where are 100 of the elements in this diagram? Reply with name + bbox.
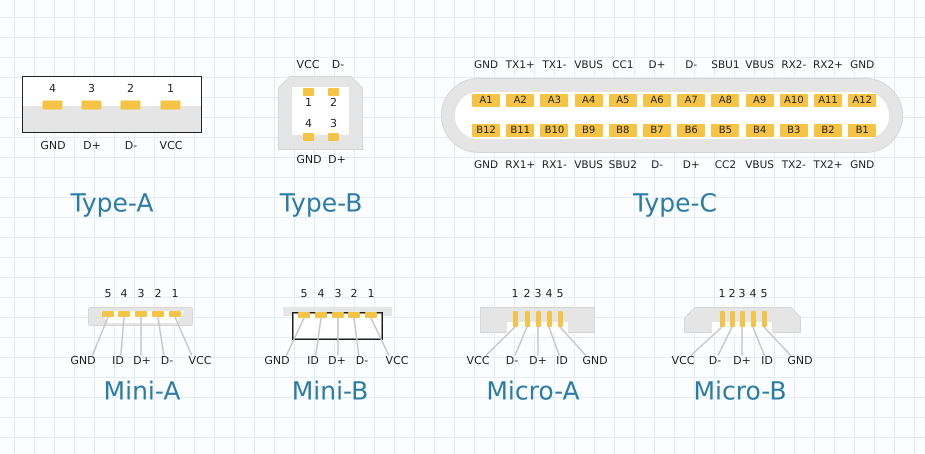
pin-label: VBUS xyxy=(745,60,774,72)
mini-a-connector xyxy=(88,307,193,326)
type-b-connector xyxy=(278,76,363,150)
pin-number: 4 xyxy=(305,118,312,130)
pin-number: 4 xyxy=(49,82,56,96)
pin-label: D+ xyxy=(328,154,346,166)
leader-line xyxy=(315,317,322,356)
pin-label: CC1 xyxy=(612,60,634,72)
connector-title: Mini-A xyxy=(104,378,180,406)
pin-contact xyxy=(365,312,377,318)
pin-label: VCC xyxy=(188,354,212,368)
pin-label: GND xyxy=(264,354,290,368)
pin-number: 5 xyxy=(300,288,308,300)
leader-line xyxy=(763,326,792,356)
pin-number: 1 xyxy=(718,288,726,300)
pin-label: VBUS xyxy=(574,160,603,172)
connector-title: Micro-A xyxy=(486,378,580,406)
leader-line xyxy=(514,326,528,356)
pin-contact: B5 xyxy=(711,124,740,137)
pin-label: GND xyxy=(70,354,96,368)
pin-label: GND xyxy=(474,60,498,72)
pin-contact: B12 xyxy=(472,124,500,137)
pin-label: GND xyxy=(850,60,874,72)
pin-label: VBUS xyxy=(745,160,774,172)
leader-line xyxy=(337,317,339,356)
pin-contact: A2 xyxy=(506,94,534,107)
connector-title: Type-C xyxy=(633,190,717,218)
pin-number: 2 xyxy=(154,288,162,300)
pin-contact xyxy=(102,311,114,317)
pin-contact: A11 xyxy=(814,94,842,107)
pin-contact xyxy=(536,311,540,327)
pin-label: D- xyxy=(685,60,698,72)
pin-label: GND xyxy=(850,160,874,172)
pin-label: D+ xyxy=(529,354,547,368)
pin-contact: A4 xyxy=(574,94,603,107)
pin-contact xyxy=(135,311,147,317)
pin-contact xyxy=(762,311,766,327)
leader-line xyxy=(752,326,765,356)
pin-label: GND xyxy=(582,354,608,368)
leader-line xyxy=(486,326,516,356)
pin-number: 2 xyxy=(127,82,134,96)
pin-number: 5 xyxy=(556,288,564,300)
pin-contact: A5 xyxy=(608,94,637,107)
pin-label: D- xyxy=(160,354,174,368)
pin-contact xyxy=(152,311,164,317)
pin-label: ID xyxy=(307,354,319,368)
pin-number: 3 xyxy=(738,288,746,300)
leader-line xyxy=(559,326,586,356)
pin-number: 5 xyxy=(104,288,112,300)
pin-label: TX2+ xyxy=(813,160,843,172)
pin-number: 1 xyxy=(512,288,518,300)
pin-label: TX2- xyxy=(782,160,806,172)
micro-a-connector xyxy=(480,307,595,333)
pin-label: VCC xyxy=(672,354,694,368)
pin-number: 3 xyxy=(534,288,542,300)
pin-number: 1 xyxy=(167,82,174,96)
pin-contact: A7 xyxy=(677,94,706,107)
pin-number: 1 xyxy=(172,288,178,300)
pin-label: VCC xyxy=(296,58,320,72)
pin-contact: B9 xyxy=(574,124,603,137)
pin-contact xyxy=(169,311,181,317)
pin-label: RX2- xyxy=(781,60,806,72)
pin-label: RX2+ xyxy=(813,60,843,72)
pin-contact xyxy=(298,312,310,318)
pin-contact: B6 xyxy=(677,124,706,137)
pin-contact: A10 xyxy=(780,94,808,107)
leader-line xyxy=(548,326,560,356)
pin-number: 4 xyxy=(750,288,756,300)
pin-label: ID xyxy=(556,354,568,368)
pin-label: TX1- xyxy=(542,60,566,72)
micro-b-connector xyxy=(684,307,801,333)
pin-contact: B4 xyxy=(746,124,774,137)
pin-contact xyxy=(740,311,744,327)
pin-number: 4 xyxy=(120,288,128,300)
pin-label: VCC xyxy=(160,140,182,152)
pin-number: 4 xyxy=(318,288,324,300)
pin-label: RX1+ xyxy=(505,160,536,172)
leader-line xyxy=(120,316,125,356)
pin-label: D- xyxy=(332,58,344,72)
pin-contact: B11 xyxy=(506,124,534,137)
pin-label: D- xyxy=(651,160,663,172)
pin-label: ID xyxy=(112,354,124,368)
connector-title: Micro-B xyxy=(693,378,787,406)
pin-label: VCC xyxy=(386,354,408,368)
leader-line xyxy=(140,316,142,356)
pin-label: RX1- xyxy=(542,160,567,172)
pin-label: D+ xyxy=(83,140,101,152)
pin-label: D+ xyxy=(682,160,700,172)
pin-number: 4 xyxy=(546,288,552,300)
pin-contact: B8 xyxy=(608,124,637,137)
connector-title: Type-B xyxy=(280,190,362,218)
pin-label: GND xyxy=(787,354,813,368)
pin-number: 3 xyxy=(138,288,144,300)
pin-label: D- xyxy=(506,354,518,368)
pin-number: 5 xyxy=(760,288,768,300)
pin-contact xyxy=(118,311,130,317)
pin-contact: B2 xyxy=(814,124,842,137)
leader-line xyxy=(157,316,165,356)
pin-label: D+ xyxy=(133,354,151,368)
pin-label: GND xyxy=(474,160,498,172)
